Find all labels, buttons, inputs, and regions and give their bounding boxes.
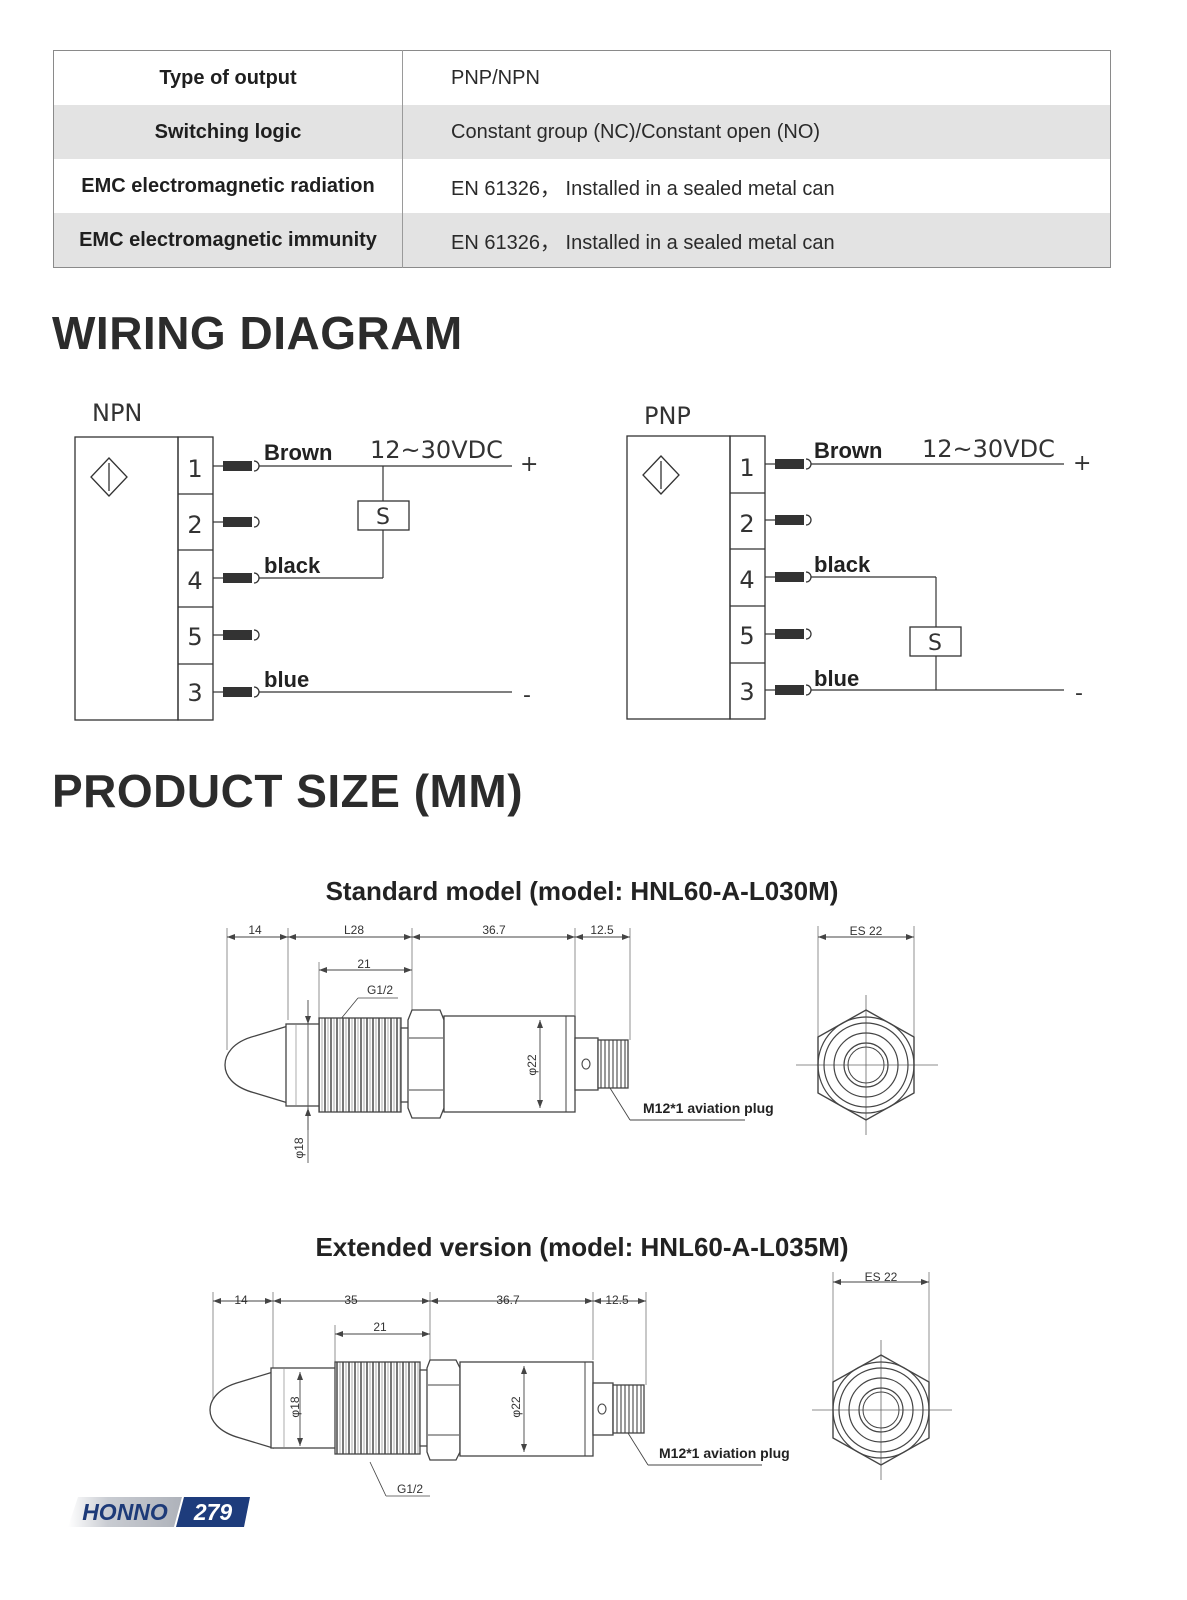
thread-label: G1/2 [367, 983, 393, 997]
supply-voltage: 12~30VDC [370, 436, 503, 464]
plus-sign: + [1073, 451, 1091, 476]
hex-nut [407, 1009, 445, 1119]
sensor-symbol-icon [642, 455, 680, 495]
sensor-housing [443, 1015, 576, 1113]
probe-tip [209, 1371, 274, 1449]
extended-model-drawing: 14 35 36.7 12.5 21 G1/2 φ18 φ22 M [209, 1270, 952, 1497]
spec-value: EN 61326， Installed in a sealed metal ca… [451, 177, 835, 200]
pnp-label: PNP [644, 402, 691, 430]
dim-label: L28 [344, 923, 364, 937]
dim-label: 21 [373, 1320, 387, 1334]
pin-number: 5 [187, 623, 202, 651]
dim-label: 12.5 [590, 923, 614, 937]
black-wire-label: black [264, 553, 321, 578]
dim-label: 36.7 [496, 1293, 520, 1307]
thread [318, 1017, 402, 1113]
minus-sign: - [1075, 681, 1083, 706]
connector-pins [765, 458, 812, 696]
pnp-wiring-diagram: PNP 1 2 4 5 3 S Brown bl [626, 402, 1091, 720]
extended-model-title: Extended version (model: HNL60-A-L035M) [315, 1232, 848, 1262]
wiring-diagram-title: WIRING DIAGRAM [52, 307, 463, 359]
black-wire-label: black [814, 552, 871, 577]
end-view: ES 22 [812, 1270, 952, 1480]
plus-sign: + [520, 452, 538, 477]
pin-number: 1 [187, 455, 202, 483]
dim-label: 14 [248, 923, 262, 937]
m12-plug [612, 1384, 645, 1434]
spec-row-switching-logic: Switching logic Constant group (NC)/Cons… [53, 105, 1111, 159]
plug-label: M12*1 aviation plug [659, 1445, 790, 1461]
load-label: S [376, 505, 390, 530]
minus-sign: - [523, 683, 531, 708]
dim-label: 14 [234, 1293, 248, 1307]
standard-model-title: Standard model (model: HNL60-A-L030M) [326, 876, 839, 906]
spec-value: EN 61326， Installed in a sealed metal ca… [402, 213, 1111, 268]
standard-model-drawing: 14 L28 36.7 12.5 21 G1/2 φ22 M12 [224, 923, 938, 1163]
load-box [909, 626, 962, 657]
load-box [357, 500, 410, 531]
dim-label: 21 [357, 957, 371, 971]
hex-nut [426, 1359, 461, 1461]
load-label: S [928, 631, 942, 656]
thread [334, 1361, 421, 1455]
spec-label: Type of output [53, 50, 403, 105]
dim-label: φ18 [292, 1137, 306, 1158]
end-view: ES 22 [796, 924, 938, 1135]
product-size-title: PRODUCT SIZE (MM) [52, 765, 524, 817]
dim-label: 12.5 [605, 1293, 629, 1307]
spec-label: EMC electromagnetic immunity [53, 213, 403, 268]
pin-number: 1 [739, 454, 754, 482]
brown-wire-label: Brown [264, 440, 332, 465]
spec-value: Constant group (NC)/Constant open (NO) [402, 105, 1111, 159]
spec-value: PNP/NPN [451, 66, 540, 89]
npn-label: NPN [92, 399, 142, 427]
blue-wire-label: blue [264, 667, 309, 692]
hex-size-label: ES 22 [865, 1270, 898, 1284]
blue-wire-label: blue [814, 666, 859, 691]
spec-row-emc-radiation: EMC electromagnetic radiation EN 61326， … [53, 159, 1111, 213]
pin-number: 5 [739, 622, 754, 650]
plug-label: M12*1 aviation plug [643, 1100, 774, 1116]
pin-number: 4 [739, 566, 754, 594]
spec-label: EMC electromagnetic radiation [53, 159, 403, 213]
dim-label: φ22 [525, 1054, 539, 1075]
pin-number: 3 [739, 678, 754, 706]
dim-label: φ18 [288, 1396, 302, 1417]
pin-number: 2 [187, 511, 202, 539]
sensor-body [74, 436, 179, 721]
dim-label: 36.7 [482, 923, 506, 937]
spec-label: Switching logic [53, 105, 403, 159]
page-number: 279 [176, 1497, 250, 1527]
spec-row-output-type: Type of output PNP/NPN [53, 50, 1111, 105]
spec-table: Type of output PNP/NPN Switching logic C… [53, 50, 1111, 268]
pin-number: 3 [187, 679, 202, 707]
supply-voltage: 12~30VDC [922, 435, 1055, 463]
sensor-housing [459, 1361, 594, 1457]
dim-label: 35 [344, 1293, 358, 1307]
probe-tip [224, 1025, 289, 1104]
hex-size-label: ES 22 [850, 924, 883, 938]
connector-pins [213, 460, 260, 698]
dim-label: φ22 [509, 1396, 523, 1417]
m12-plug [597, 1039, 629, 1089]
pin-number: 4 [187, 567, 202, 595]
sensor-symbol-icon [90, 457, 128, 497]
brand-logo: HONNO [68, 1497, 182, 1527]
thread-label: G1/2 [397, 1482, 423, 1496]
pin-number: 2 [739, 510, 754, 538]
sensor-body [626, 435, 731, 720]
brown-wire-label: Brown [814, 438, 882, 463]
npn-wiring-diagram: NPN 1 2 4 5 3 S Brow [74, 399, 538, 721]
spec-row-emc-immunity: EMC electromagnetic immunity EN 61326， I… [53, 213, 1111, 268]
page-footer: HONNO 279 [68, 1497, 250, 1527]
